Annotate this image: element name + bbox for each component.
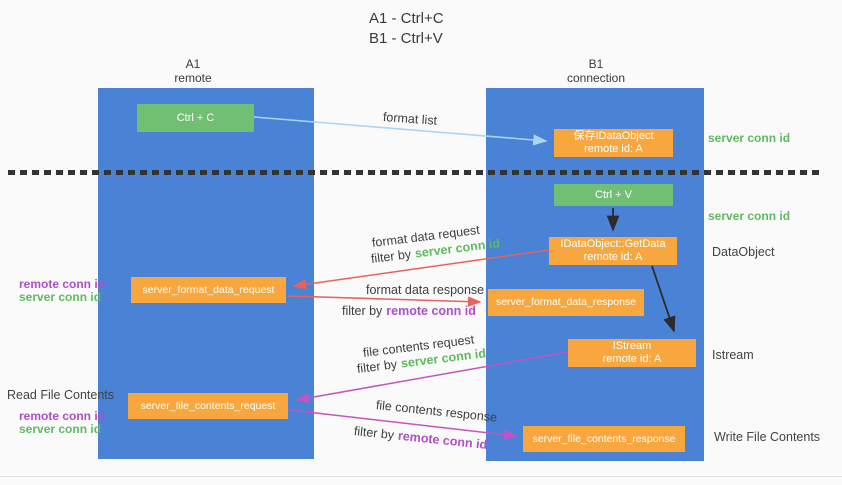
save-idataobject-line2: remote id: A	[584, 143, 643, 155]
lane-a1-role: remote	[174, 71, 212, 85]
ctrl-c-node: Ctrl + C	[137, 104, 254, 132]
istream-node-line2: remote id: A	[602, 353, 662, 365]
lane-b1-role: connection	[566, 71, 626, 85]
lane-a1-header: A1 remote	[133, 57, 253, 85]
remote-conn-id-label-left-2: remote conn id	[19, 409, 106, 423]
format-data-response-arrow	[287, 295, 482, 307]
lane-a1-name: A1	[185, 57, 201, 71]
idataobject-getdata-line1: IDataObject::GetData	[560, 238, 666, 250]
lane-b1-name: B1	[588, 57, 604, 71]
file-contents-request-arrow	[295, 351, 569, 404]
bottom-border	[0, 476, 842, 477]
filter-by-prefix: filter by	[342, 304, 383, 318]
format-data-request-arrow	[292, 249, 550, 290]
write-file-contents-label: Write File Contents	[714, 430, 821, 444]
lane-b1-header: B1 connection	[536, 57, 656, 85]
server-file-contents-response-node: server_file_contents_response	[523, 426, 685, 452]
diagram-title: A1 - Ctrl+C B1 - Ctrl+V	[369, 9, 444, 49]
server-file-contents-request-node: server_file_contents_request	[128, 393, 288, 419]
ctrl-v-node: Ctrl + V	[554, 184, 673, 206]
ctrl-c-label: Ctrl + C	[176, 111, 215, 124]
server-format-data-response-label: server_format_data_response	[495, 296, 637, 308]
istream-node: IStream remote id: A	[568, 339, 696, 367]
server-file-contents-request-label: server_file_contents_request	[140, 399, 276, 412]
getdata-to-istream-arrow	[651, 265, 676, 333]
save-idataobject-node: 保存IDataObject remote id: A	[554, 129, 673, 157]
ctrl-v-label: Ctrl + V	[595, 188, 632, 201]
format-data-response-label: format data response	[366, 283, 485, 297]
save-idataobject-line1: 保存IDataObject	[573, 130, 654, 142]
server-conn-id-label-left-2: server conn id	[19, 422, 102, 436]
istream-label: Istream	[712, 348, 754, 362]
istream-node-line1: IStream	[612, 340, 652, 352]
title-line-b1: B1 - Ctrl+V	[369, 30, 443, 47]
server-conn-id-label-right-1: server conn id	[708, 131, 791, 145]
server-format-data-request-node: server_format_data_request	[131, 277, 286, 303]
file-contents-response-arrow	[289, 409, 518, 440]
server-format-data-request-label: server_format_data_request	[142, 283, 275, 296]
session-divider	[8, 170, 824, 175]
dataobject-label: DataObject	[712, 245, 775, 259]
idataobject-getdata-node: IDataObject::GetData remote id: A	[549, 237, 677, 265]
server-format-data-response-node: server_format_data_response	[488, 289, 644, 316]
remote-conn-id-label-left-1: remote conn id	[19, 277, 106, 291]
server-file-contents-response-label: server_file_contents_response	[532, 432, 676, 445]
remote-conn-id-text: remote conn id	[386, 304, 476, 318]
title-line-a1: A1 - Ctrl+C	[369, 10, 444, 27]
format-list-arrow	[253, 116, 548, 146]
server-conn-id-label-right-2: server conn id	[708, 209, 791, 223]
server-conn-id-label-left-1: server conn id	[19, 290, 102, 304]
idataobject-getdata-line2: remote id: A	[583, 251, 643, 263]
read-file-contents-label: Read File Contents	[7, 388, 115, 402]
